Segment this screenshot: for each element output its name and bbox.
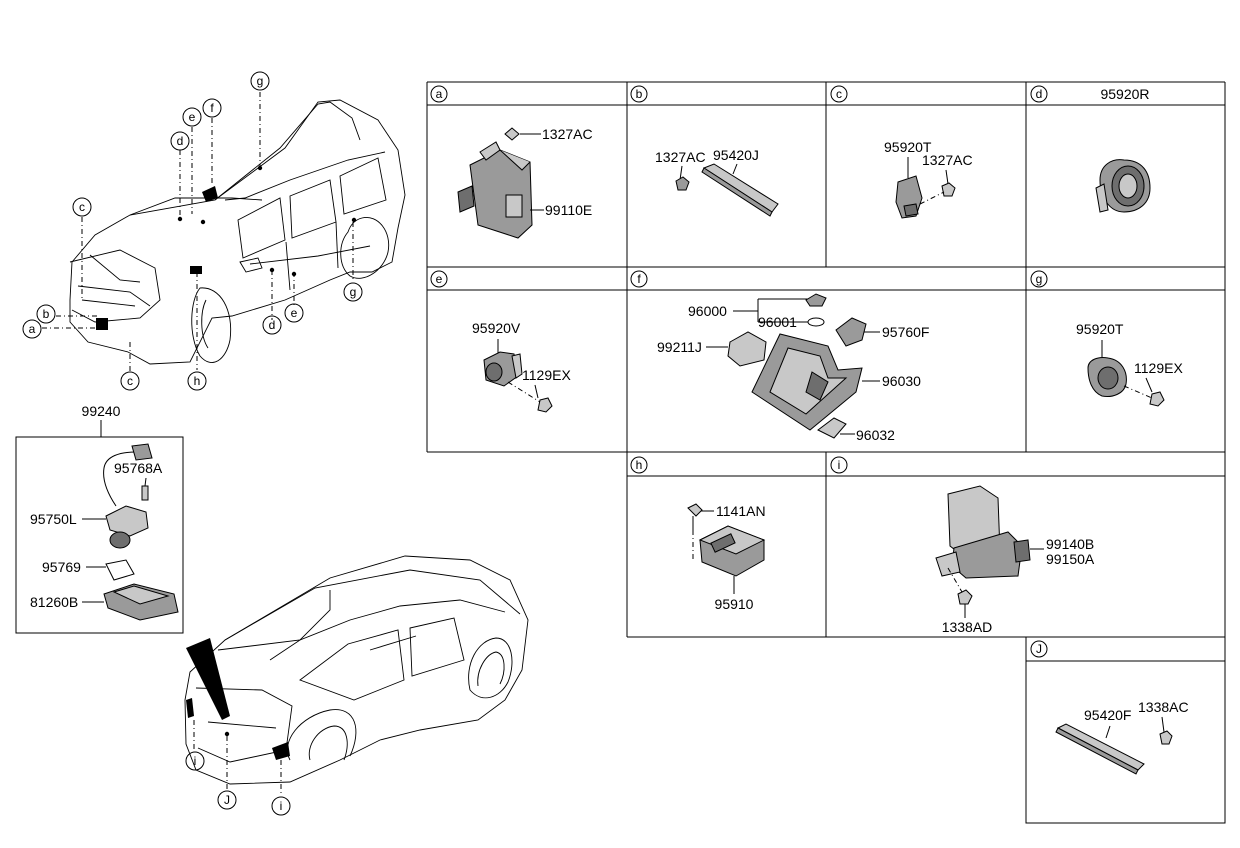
panel-g-letter: g bbox=[1036, 272, 1043, 286]
label-96030: 96030 bbox=[882, 373, 921, 389]
label-95760f: 95760F bbox=[882, 324, 929, 340]
label-96000: 96000 bbox=[688, 303, 727, 319]
callout-c-top: c bbox=[72, 197, 92, 217]
svg-text:h: h bbox=[194, 374, 201, 388]
callout-j-rear: J bbox=[217, 790, 237, 810]
label-95920v: 95920V bbox=[472, 320, 521, 336]
svg-text:e: e bbox=[291, 306, 298, 320]
svg-text:d: d bbox=[177, 134, 184, 148]
label-95420f: 95420F bbox=[1084, 707, 1131, 723]
sensor-95920t-g-illustration bbox=[1087, 357, 1165, 407]
antenna-95420j-illustration bbox=[675, 163, 779, 217]
label-96032: 96032 bbox=[856, 427, 895, 443]
callout-c-bottom: c bbox=[120, 371, 140, 391]
panel-g: g 95920T 1129EX bbox=[1030, 270, 1183, 407]
label-95920t-g: 95920T bbox=[1076, 321, 1124, 337]
svg-text:i: i bbox=[194, 754, 197, 768]
callout-e-bottom: e bbox=[284, 303, 304, 323]
panel-i: i 99140B 99150A 1338AD bbox=[830, 456, 1095, 635]
svg-text:d: d bbox=[269, 318, 276, 332]
sensor-95920t-c-illustration bbox=[895, 175, 956, 219]
sensor-95920v-illustration bbox=[483, 351, 553, 413]
label-1141an: 1141AN bbox=[716, 503, 766, 519]
callout-e-top: e bbox=[182, 107, 202, 127]
panel-grid bbox=[426, 81, 1226, 824]
panel-c-letter: c bbox=[836, 87, 842, 101]
label-1327ac-b: 1327AC bbox=[655, 149, 706, 165]
panel-d-title: 95920R bbox=[1100, 86, 1149, 102]
panel-d-letter: d bbox=[1036, 87, 1043, 101]
callout-g-bottom: g bbox=[343, 282, 363, 302]
label-95920t-c: 95920T bbox=[884, 139, 932, 155]
label-99211j: 99211J bbox=[657, 339, 702, 355]
panel-i-letter: i bbox=[838, 458, 841, 472]
svg-text:b: b bbox=[43, 307, 50, 321]
camera-housing-illustration bbox=[727, 293, 867, 439]
label-1338ad: 1338AD bbox=[942, 619, 993, 635]
rear-vehicle-illustration bbox=[184, 555, 529, 796]
module-99110e-illustration bbox=[457, 127, 533, 239]
svg-text:i: i bbox=[280, 799, 283, 813]
label-99110e: 99110E bbox=[545, 202, 592, 218]
svg-text:c: c bbox=[127, 374, 133, 388]
label-99240: 99240 bbox=[82, 403, 121, 419]
label-81260b: 81260B bbox=[30, 594, 78, 610]
callout-g-top: g bbox=[250, 71, 270, 91]
callout-d-bottom: d bbox=[262, 315, 282, 335]
label-95769: 95769 bbox=[42, 559, 81, 575]
label-95420j: 95420J bbox=[713, 147, 759, 163]
callout-a: a bbox=[22, 319, 42, 339]
label-1327ac-c: 1327AC bbox=[922, 152, 973, 168]
radar-bracket-illustration bbox=[935, 485, 1031, 605]
label-1327ac-a: 1327AC bbox=[542, 126, 593, 142]
callout-i-rear-left: i bbox=[185, 751, 205, 771]
panel-b: b 1327AC 95420J bbox=[630, 85, 779, 217]
svg-text:g: g bbox=[257, 74, 264, 88]
callout-i-rear-right: i bbox=[271, 796, 291, 816]
panel-h: h 1141AN 95910 bbox=[630, 456, 766, 612]
label-96001: 96001 bbox=[758, 314, 797, 330]
camera-assembly-illustration bbox=[103, 443, 179, 621]
callout-b: b bbox=[36, 304, 56, 324]
svg-text:f: f bbox=[210, 101, 214, 115]
label-95910: 95910 bbox=[715, 596, 754, 612]
panel-a-letter: a bbox=[436, 87, 443, 101]
panel-j-letter: J bbox=[1036, 642, 1042, 656]
label-99140b: 99140B bbox=[1046, 536, 1094, 552]
label-99150a: 99150A bbox=[1046, 551, 1095, 567]
airbag-module-95910-illustration bbox=[687, 503, 766, 577]
svg-text:J: J bbox=[224, 793, 230, 807]
panel-c: c 95920T 1327AC bbox=[830, 85, 973, 219]
svg-text:g: g bbox=[350, 285, 357, 299]
sensor-95920r-illustration bbox=[1095, 159, 1151, 213]
panel-a: a 1327AC 99110E bbox=[430, 85, 593, 239]
panel-h-letter: h bbox=[636, 458, 643, 472]
panel-f: f 96000 96001 95760F 99211J 96030 96032 bbox=[630, 270, 929, 443]
panel-e: e 95920V 1129EX bbox=[430, 270, 571, 413]
camera-kit-99240: 99240 95768A 95750L 95769 81260B bbox=[15, 403, 184, 634]
panel-e-letter: e bbox=[436, 272, 443, 286]
label-1338ac: 1338AC bbox=[1138, 699, 1189, 715]
panel-j: J 95420F 1338AC bbox=[1030, 640, 1189, 775]
svg-text:a: a bbox=[29, 322, 36, 336]
panel-d: d 95920R bbox=[1030, 85, 1151, 213]
label-95768a: 95768A bbox=[114, 460, 163, 476]
label-1129ex-e: 1129EX bbox=[522, 367, 571, 383]
front-vehicle-illustration bbox=[42, 92, 406, 372]
panel-b-letter: b bbox=[636, 87, 643, 101]
svg-text:e: e bbox=[189, 110, 196, 124]
callout-f-top: f bbox=[202, 98, 222, 118]
antenna-95420f-illustration bbox=[1055, 723, 1173, 775]
callout-h: h bbox=[187, 371, 207, 391]
label-1129ex-g: 1129EX bbox=[1134, 360, 1183, 376]
label-95750l: 95750L bbox=[30, 511, 77, 527]
panel-f-letter: f bbox=[637, 272, 641, 286]
svg-text:c: c bbox=[79, 200, 85, 214]
callout-d-top: d bbox=[170, 131, 190, 151]
